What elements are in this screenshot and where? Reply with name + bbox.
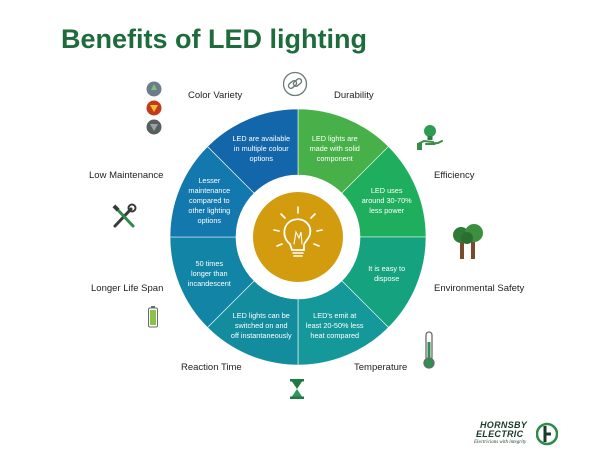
logo-line1: HORNSBY bbox=[480, 420, 528, 430]
color-bulbs-icon bbox=[146, 81, 162, 135]
chain-link-icon bbox=[282, 71, 308, 97]
battery-icon bbox=[148, 306, 158, 328]
logo-tagline: Electricians with integrity bbox=[474, 440, 527, 445]
hourglass-icon bbox=[290, 379, 304, 399]
hornsby-electric-logo: HORNSBY ELECTRIC Electricians with integ… bbox=[474, 420, 564, 450]
trees-icon bbox=[453, 224, 483, 259]
page-title: Benefits of LED lighting bbox=[61, 24, 367, 54]
label-color-variety: Color Variety bbox=[188, 90, 243, 101]
tools-icon bbox=[112, 203, 137, 228]
label-low-maintenance: Low Maintenance bbox=[89, 170, 164, 181]
bulb-in-hand-icon bbox=[417, 125, 443, 150]
thermometer-icon bbox=[423, 331, 435, 369]
logo-mark-icon bbox=[536, 422, 558, 446]
label-reaction-time: Reaction Time bbox=[181, 362, 242, 373]
label-efficiency: Efficiency bbox=[434, 170, 475, 181]
label-environmental-safety: Environmental Safety bbox=[434, 283, 525, 294]
lightbulb-icon bbox=[273, 206, 323, 257]
label-longer-life-span: Longer Life Span bbox=[91, 283, 164, 294]
label-temperature: Temperature bbox=[354, 362, 408, 373]
label-durability: Durability bbox=[334, 90, 374, 101]
logo-line2: ELECTRIC bbox=[476, 429, 524, 439]
